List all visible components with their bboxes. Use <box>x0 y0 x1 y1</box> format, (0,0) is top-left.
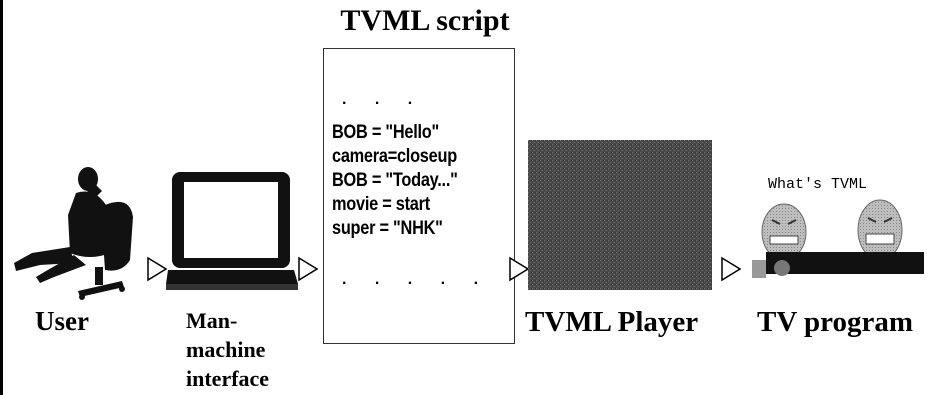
script-lines: BOB = "Hello" camera=closeup BOB = "Toda… <box>332 121 478 241</box>
script-line: super = "NHK" <box>332 218 443 239</box>
script-bottom-ellipsis: . . . . . <box>342 271 491 288</box>
flow-arrow-icon <box>298 256 319 282</box>
tvml-player-screen <box>528 140 712 290</box>
script-line: camera=closeup <box>332 146 457 167</box>
tv-screen-caption: What's TVML <box>768 176 868 193</box>
mmi-label-line: interface <box>186 366 270 391</box>
script-line: BOB = "Hello" <box>332 122 440 143</box>
tvml-script-box: . . . BOB = "Hello" camera=closeup BOB =… <box>323 48 515 344</box>
flow-arrow-icon <box>147 256 168 282</box>
script-title: TVML script <box>340 4 510 37</box>
script-line: BOB = "Today..." <box>332 170 458 191</box>
left-border-rule <box>0 0 3 395</box>
user-label: User <box>35 306 89 336</box>
tv-program-scene <box>752 199 924 278</box>
mmi-label-line: machine <box>186 337 266 362</box>
flow-arrow-icon <box>509 256 530 282</box>
user-silhouette-icon <box>14 167 133 300</box>
tvml-player-label: TVML Player <box>525 306 699 338</box>
tv-program-label: TV program <box>757 306 914 338</box>
mmi-label-line: Man- <box>186 308 238 333</box>
script-top-ellipsis: . . . <box>342 91 425 108</box>
computer-icon <box>166 172 298 290</box>
flow-arrow-icon <box>721 256 742 282</box>
script-line: movie = start <box>332 194 430 215</box>
man-machine-interface-label: Man- machine interface <box>186 306 269 393</box>
